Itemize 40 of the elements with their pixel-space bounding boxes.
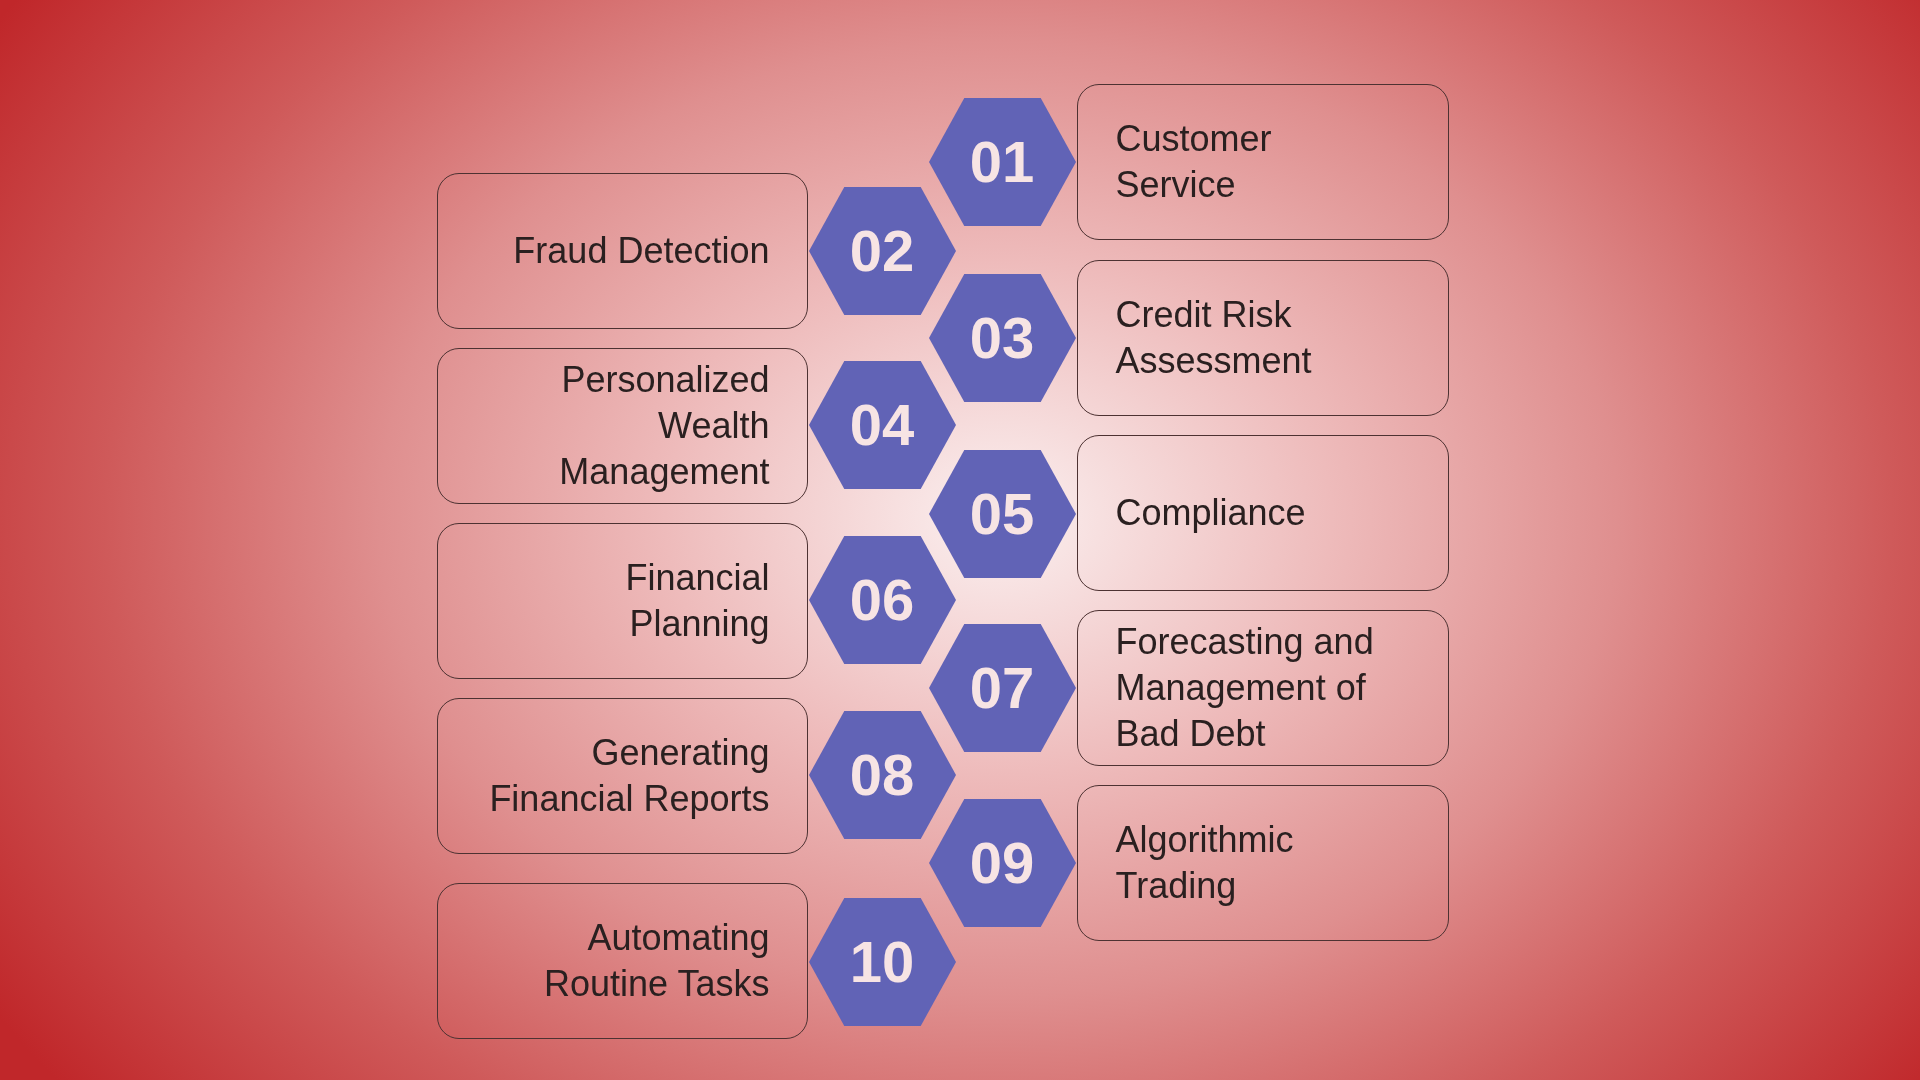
number-hexagon: [928, 624, 1076, 752]
number-hexagon: [808, 898, 956, 1026]
item-label: Customer Service: [1115, 117, 1273, 207]
item-card: [437, 173, 808, 329]
item-label: Algorithmic Trading: [1115, 818, 1295, 908]
number-label: 04: [849, 394, 915, 456]
number-label: 01: [969, 131, 1035, 193]
number-hexagon: [808, 536, 956, 664]
item-label: Financial Planning: [624, 556, 770, 646]
number-hexagon: [808, 361, 956, 489]
number-label: 06: [849, 569, 915, 631]
number-hexagon: [928, 799, 1076, 927]
number-hexagon: [928, 98, 1076, 226]
number-label: 02: [849, 220, 915, 282]
item-card: [1076, 84, 1449, 240]
item-label: Automating Routine Tasks: [543, 916, 770, 1006]
item-label: Credit Risk Assessment: [1115, 293, 1313, 383]
item-card: [1076, 610, 1449, 766]
number-label: 08: [849, 744, 915, 806]
item-card: [437, 348, 808, 504]
number-hexagon: [928, 274, 1076, 402]
number-label: 05: [969, 483, 1035, 545]
number-label: 10: [849, 931, 915, 993]
item-label: Personalized Wealth Management: [558, 358, 770, 494]
number-hexagon: [808, 187, 956, 315]
item-label: Generating Financial Reports: [488, 731, 770, 821]
item-label: Fraud Detection: [513, 229, 770, 273]
item-card: [437, 523, 808, 679]
item-card: [437, 883, 808, 1039]
item-card: [1076, 260, 1449, 416]
item-label: Forecasting and Management of Bad Debt: [1115, 620, 1375, 756]
item-card: [437, 698, 808, 854]
number-label: 09: [969, 832, 1035, 894]
item-card: [1076, 785, 1449, 941]
item-card: [1076, 435, 1449, 591]
item-label: Compliance: [1115, 491, 1306, 535]
number-hexagon: [928, 450, 1076, 578]
number-label: 03: [969, 307, 1035, 369]
number-hexagon: [808, 711, 956, 839]
number-label: 07: [969, 657, 1035, 719]
